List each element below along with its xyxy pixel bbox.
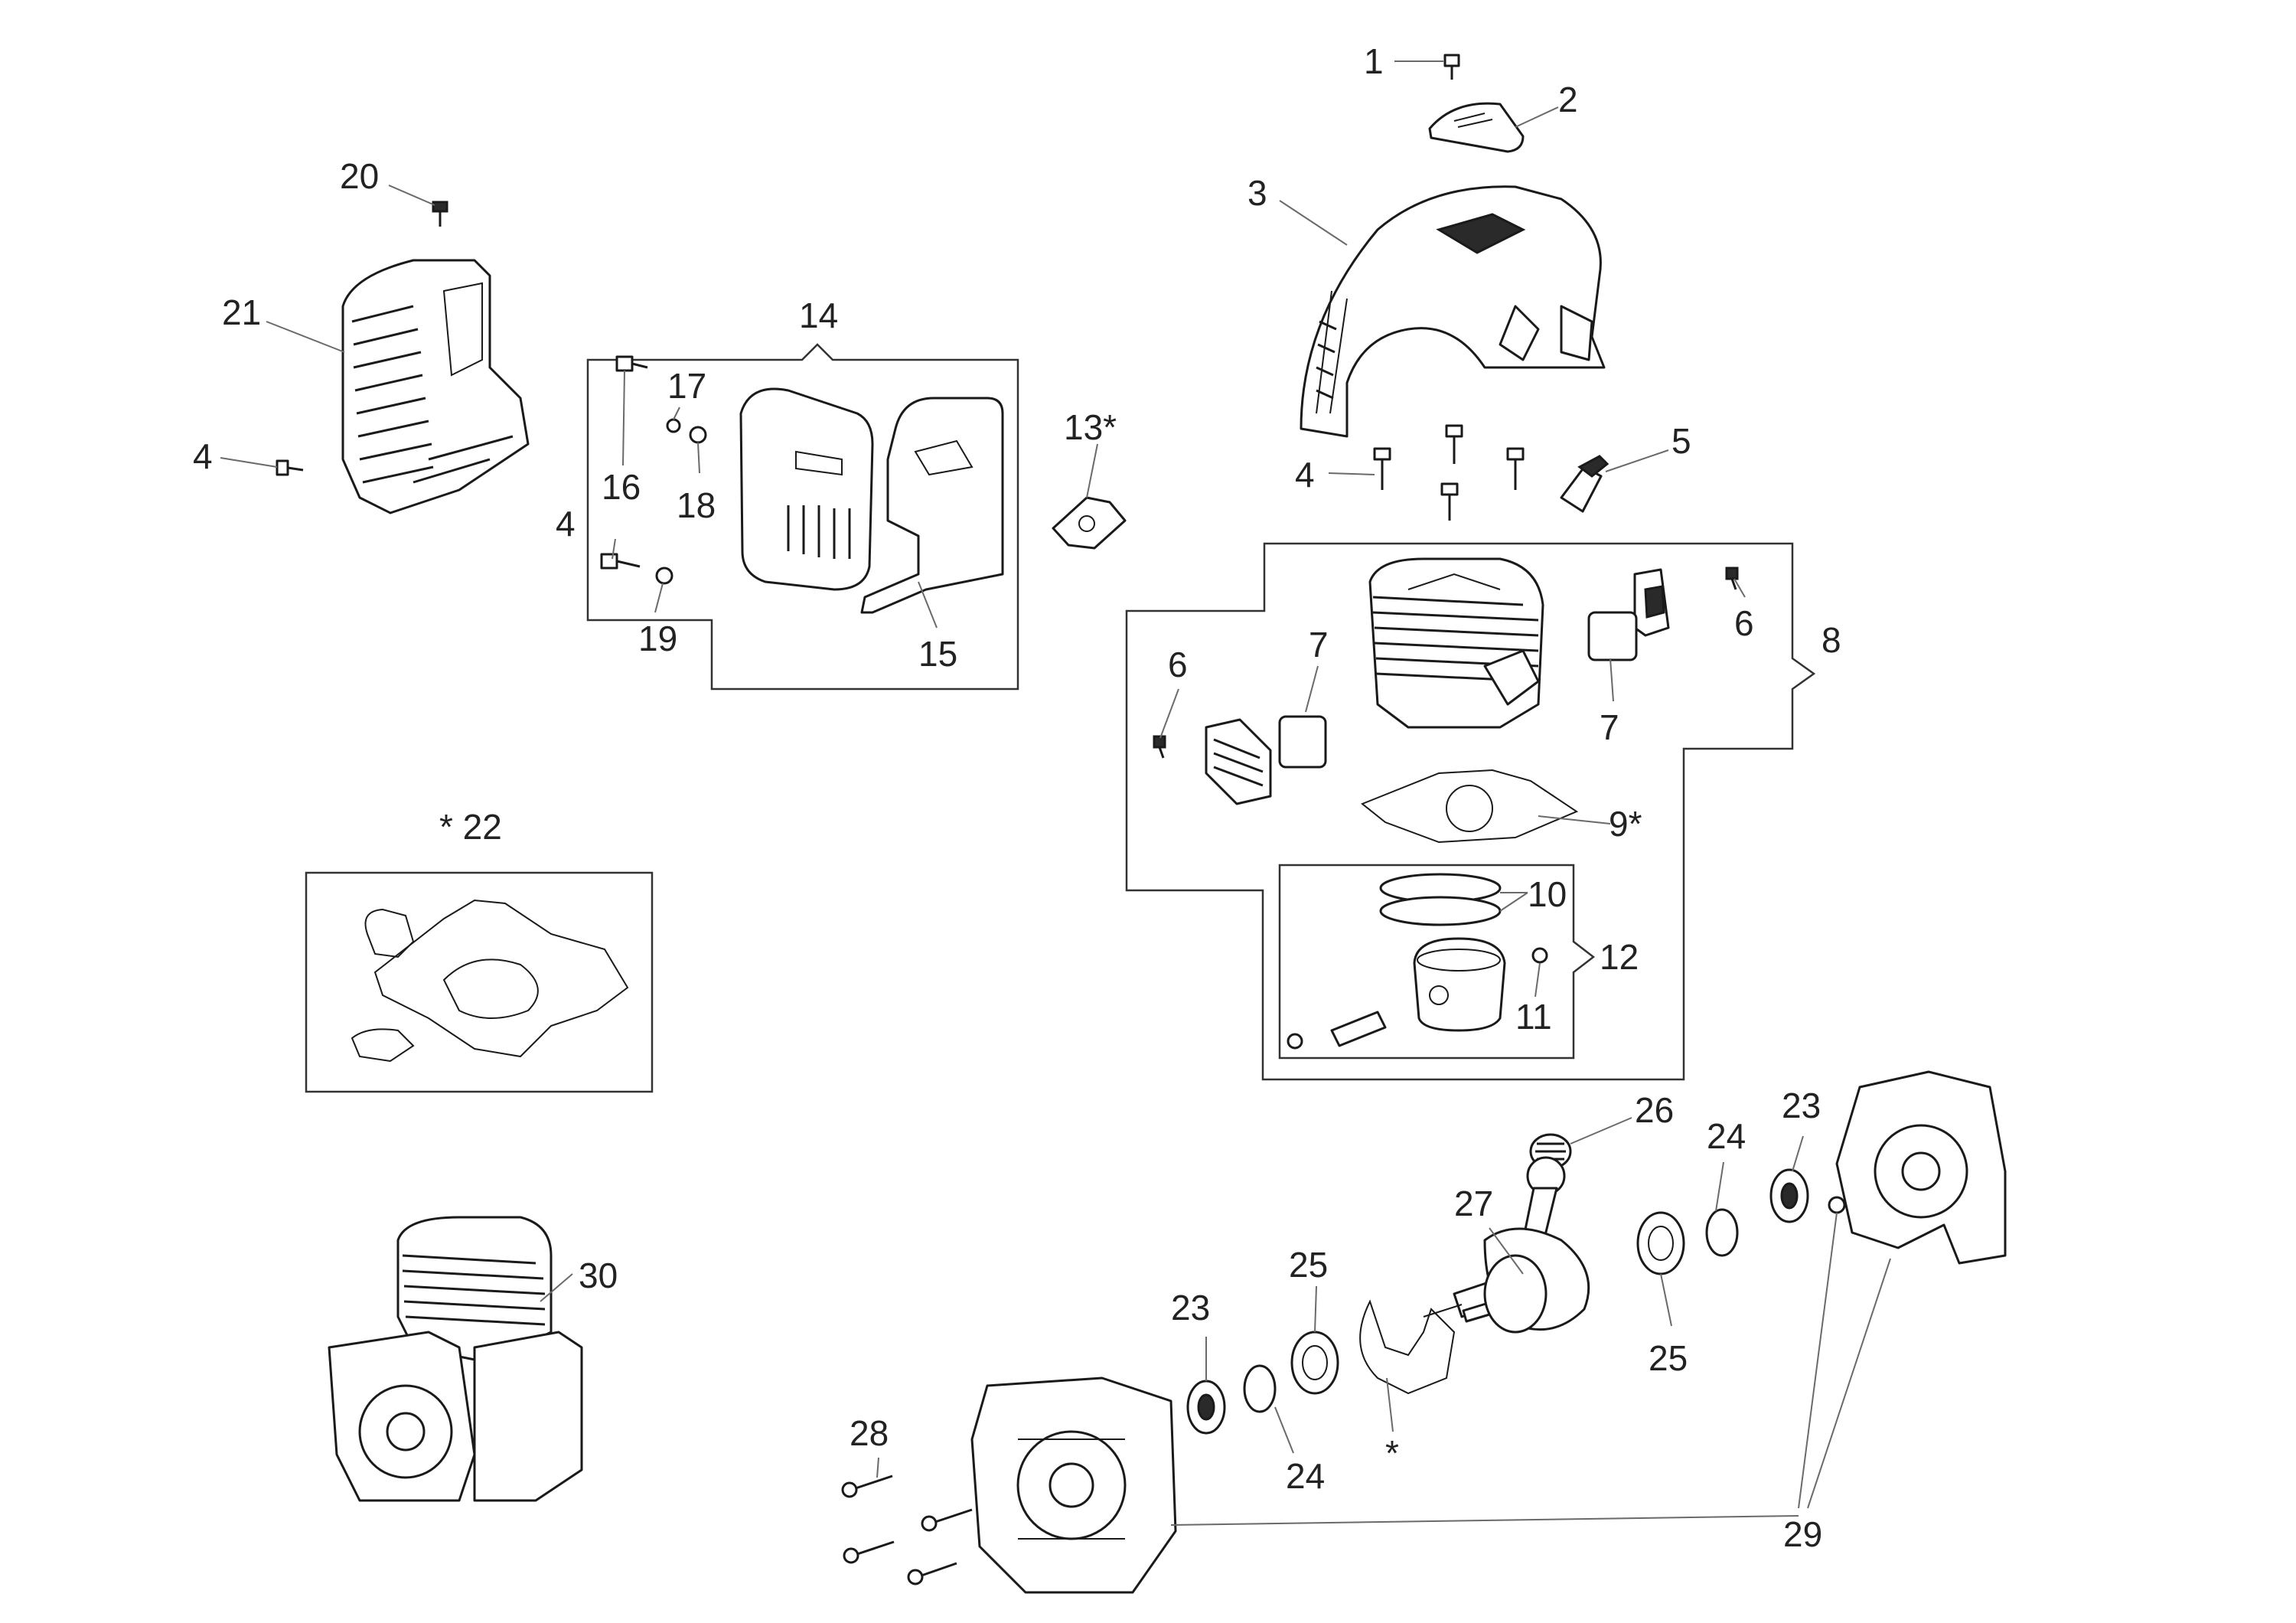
callout-27: 27 <box>1454 1184 1493 1223</box>
bearing-part-25-right <box>1636 1211 1685 1275</box>
callout-19: 19 <box>638 619 677 658</box>
callout-17: 17 <box>667 366 706 406</box>
circlip-part-24-left <box>1243 1364 1277 1413</box>
crankcase-part-29-rear <box>1835 1070 2007 1265</box>
callout-20: 20 <box>340 156 379 196</box>
callout-6-left: 6 <box>1168 645 1188 684</box>
muffler-part-14 <box>739 387 874 591</box>
spark-plug-part-5 <box>1560 455 1609 513</box>
intake-block-part-6-right <box>1633 568 1670 637</box>
bolts-part-28 <box>841 1474 973 1585</box>
clip-part-11-left <box>1287 1033 1303 1050</box>
base-gasket-part-9 <box>1361 769 1579 844</box>
callout-4-muffler: 4 <box>556 504 576 544</box>
circlip-part-24-right <box>1705 1208 1739 1257</box>
screw-part-6-left <box>1153 735 1166 759</box>
callout-15: 15 <box>918 634 957 674</box>
screw-part-1 <box>1443 54 1460 80</box>
callout-16: 16 <box>602 467 641 507</box>
case-gasket-star <box>1359 1299 1456 1395</box>
callout-23-left: 23 <box>1171 1288 1210 1327</box>
callout-14: 14 <box>799 296 838 335</box>
callout-29: 29 <box>1783 1514 1822 1554</box>
callout-25-left: 25 <box>1289 1245 1328 1285</box>
engine-cover-part-3 <box>1300 185 1606 438</box>
cap-part-2 <box>1428 102 1525 153</box>
callout-10: 10 <box>1528 874 1567 914</box>
group-box-22 <box>305 871 654 1093</box>
callout-22: * 22 <box>439 807 502 847</box>
callout-30: 30 <box>579 1256 618 1295</box>
callout-star: * <box>1385 1433 1399 1473</box>
clip-part-11-right <box>1531 947 1548 964</box>
heat-shield-part-15 <box>860 397 1004 614</box>
callout-4-shroud: 4 <box>193 436 213 476</box>
bolt-part-4-muffler <box>600 553 641 570</box>
group-box-8 <box>1125 542 1816 1081</box>
callout-3: 3 <box>1247 173 1267 213</box>
gasket-part-7-right <box>1587 611 1638 661</box>
bolt-part-16 <box>615 355 648 372</box>
washer-part-17 <box>666 418 681 433</box>
engine-assembly-part-30 <box>328 1216 583 1502</box>
callout-9: 9* <box>1609 804 1642 844</box>
cylinder-part-8 <box>1368 557 1544 729</box>
callout-6-right: 6 <box>1734 603 1754 643</box>
screw-part-4-shroud <box>276 459 304 476</box>
callout-7-right: 7 <box>1600 707 1619 747</box>
bearing-part-25-left <box>1290 1331 1339 1395</box>
callout-2: 2 <box>1558 80 1578 119</box>
gasket-part-7-left <box>1278 715 1327 769</box>
oil-seal-part-23-right <box>1769 1168 1809 1223</box>
callout-5: 5 <box>1671 421 1691 461</box>
callout-18: 18 <box>677 485 716 525</box>
callout-11: 11 <box>1515 997 1552 1037</box>
callout-23-right: 23 <box>1782 1086 1821 1125</box>
callout-24-left: 24 <box>1286 1456 1325 1496</box>
crankcase-part-29-front <box>970 1376 1177 1594</box>
callout-21: 21 <box>222 292 261 332</box>
callout-13: 13* <box>1064 407 1117 447</box>
group-box-12 <box>1278 864 1596 1060</box>
dowel-part-29 <box>1828 1196 1846 1214</box>
callout-1: 1 <box>1364 41 1384 81</box>
washer-part-19 <box>655 567 673 585</box>
callout-28: 28 <box>850 1413 889 1453</box>
group-box-14 <box>586 343 1019 691</box>
callout-labels: 1 2 3 4 5 6 6 7 7 8 9* 10 11 12 13* 14 1… <box>193 41 1841 1554</box>
callout-7-left: 7 <box>1309 625 1329 665</box>
gasket-set-part-22 <box>351 899 629 1063</box>
callout-26: 26 <box>1635 1090 1674 1130</box>
screw-part-20 <box>432 201 448 227</box>
washer-part-18 <box>689 426 707 444</box>
callout-12: 12 <box>1600 937 1639 977</box>
leader-lines <box>220 60 1891 1526</box>
screw-part-6-right <box>1725 567 1739 590</box>
piston-ring-part-10-b <box>1379 896 1502 926</box>
callout-4-cover: 4 <box>1295 455 1315 495</box>
intake-block-part-6-left <box>1205 718 1272 805</box>
oil-seal-part-23-left <box>1186 1380 1226 1435</box>
piston-part-12 <box>1413 937 1506 1032</box>
screw-part-4-cover <box>1373 424 1525 521</box>
callout-8: 8 <box>1821 620 1841 660</box>
gasket-part-13 <box>1052 496 1127 550</box>
callout-25-right: 25 <box>1649 1338 1688 1378</box>
shroud-part-21 <box>341 259 530 514</box>
crankshaft-part-27 <box>1423 1156 1590 1334</box>
piston-pin-part-12 <box>1330 1011 1387 1047</box>
callout-24-right: 24 <box>1707 1116 1746 1156</box>
